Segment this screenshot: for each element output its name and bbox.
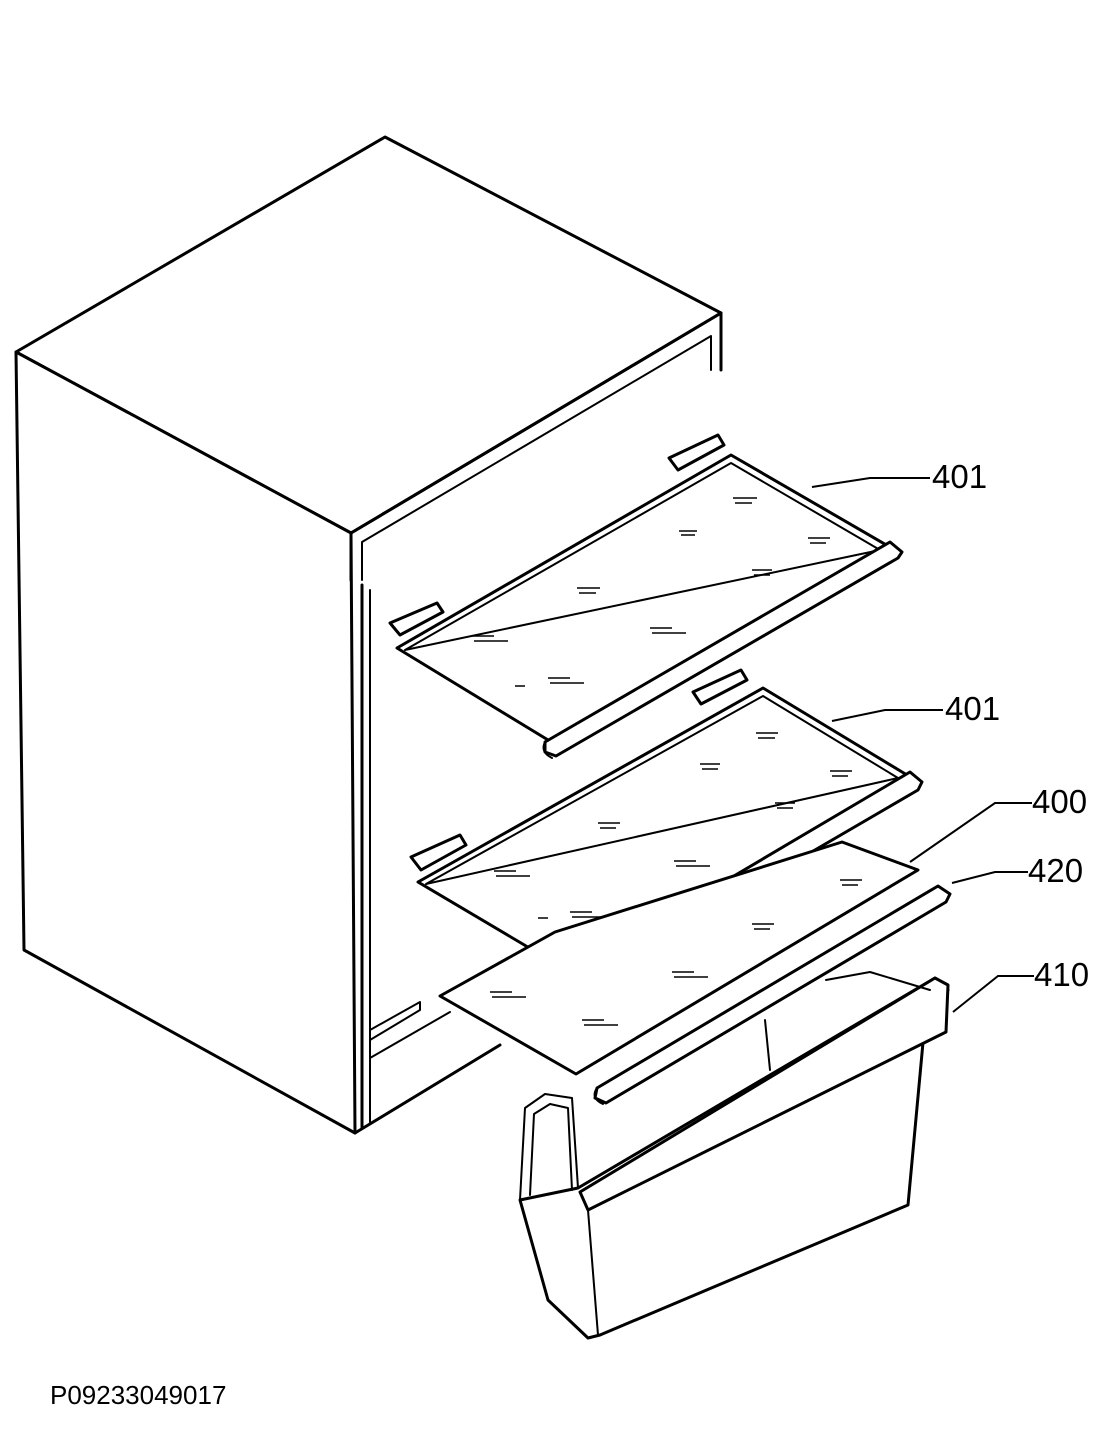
leader-401-middle <box>831 709 943 722</box>
shelf-upper <box>388 433 904 759</box>
drawer-front-lip <box>578 976 950 1212</box>
cabinet-front-edge <box>349 311 723 582</box>
leader-401-upper <box>811 477 930 488</box>
shelf-upper-clip-right <box>667 433 726 472</box>
cabinet-bottom-edge <box>353 1043 502 1135</box>
leader-410 <box>952 975 1034 1013</box>
drawer-back-left-rim <box>519 1093 579 1201</box>
callout-400: 400 <box>1032 783 1087 820</box>
cabinet <box>14 135 723 1135</box>
callout-410: 410 <box>1034 956 1089 993</box>
leader-420 <box>951 871 1028 884</box>
shelf-upper-clip-left <box>388 601 445 637</box>
callout-420: 420 <box>1028 852 1083 889</box>
callout-401-upper: 401 <box>932 458 987 495</box>
leader-400 <box>909 802 1032 863</box>
glass-lower-reflection-marks <box>490 879 862 1026</box>
cabinet-bottom-ledge-line <box>369 1011 451 1059</box>
callout-labels: 401 401 400 420 410 <box>932 458 1089 993</box>
drawer-front-corner <box>587 1209 599 1336</box>
drawer-back-left-rim-inner <box>529 1103 573 1196</box>
cabinet-bottom-ledge <box>369 1001 421 1041</box>
drawer-inner-divider <box>764 1019 771 1071</box>
shelf-upper-trim-end <box>542 741 553 759</box>
cabinet-front-inner-edge <box>361 335 712 581</box>
shelf-middle-glass-edge <box>425 695 899 885</box>
glass-lower-plate <box>438 840 920 1076</box>
shelf-middle-clip-left <box>409 833 468 872</box>
shelf-middle-clip-right <box>691 668 749 706</box>
leader-lines <box>811 477 1034 1013</box>
drawing-code: P09233049017 <box>50 1380 227 1410</box>
callout-401-middle: 401 <box>945 690 1000 727</box>
trim-strip-end <box>593 1087 604 1105</box>
glass-lower <box>438 840 920 1076</box>
crisper-drawer <box>518 971 950 1340</box>
shelf-middle-reflection-marks <box>494 732 852 919</box>
shelf-upper-glass-edge <box>404 462 881 651</box>
drawer-back-right-rim <box>825 971 931 991</box>
shelf-upper-reflection-marks <box>472 497 830 687</box>
trim-strip <box>593 884 952 1105</box>
